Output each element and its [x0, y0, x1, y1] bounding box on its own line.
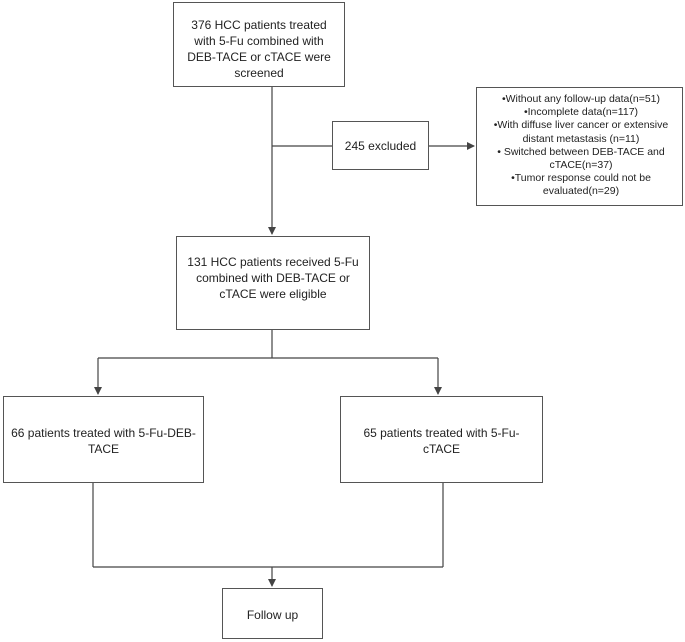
debtace-group-text: 66 patients treated with 5-Fu-DEB-TACE [11, 426, 196, 456]
screened-text: 376 HCC patients treated with 5-Fu combi… [187, 18, 331, 80]
excluded-text: 245 excluded [344, 139, 417, 153]
excluded-box: 245 excluded [332, 121, 429, 170]
exclusion-reason: •Incomplete data(n=117) [523, 106, 639, 119]
exclusion-reason: •Without any follow-up data(n=51) [501, 93, 661, 105]
exclusion-reasons-box: •Without any follow-up data(n=51) •Incom… [476, 87, 683, 206]
exclusion-reason: •With diffuse liver cancer or extensive … [493, 119, 669, 145]
eligible-text: 131 HCC patients received 5-Fu combined … [187, 255, 359, 301]
followup-box: Follow up [222, 588, 323, 639]
exclusion-reason: • Switched between DEB-TACE and cTACE(n=… [497, 145, 665, 172]
ctace-group-text: 65 patients treated with 5-Fu-cTACE [363, 426, 520, 456]
followup-text: Follow up [246, 608, 299, 622]
ctace-group-box: 65 patients treated with 5-Fu-cTACE [340, 396, 543, 483]
debtace-group-box: 66 patients treated with 5-Fu-DEB-TACE [3, 396, 204, 483]
exclusion-reason: •Tumor response could not be evaluated(n… [511, 172, 651, 198]
eligible-box: 131 HCC patients received 5-Fu combined … [176, 236, 370, 330]
screened-box: 376 HCC patients treated with 5-Fu combi… [173, 2, 345, 87]
